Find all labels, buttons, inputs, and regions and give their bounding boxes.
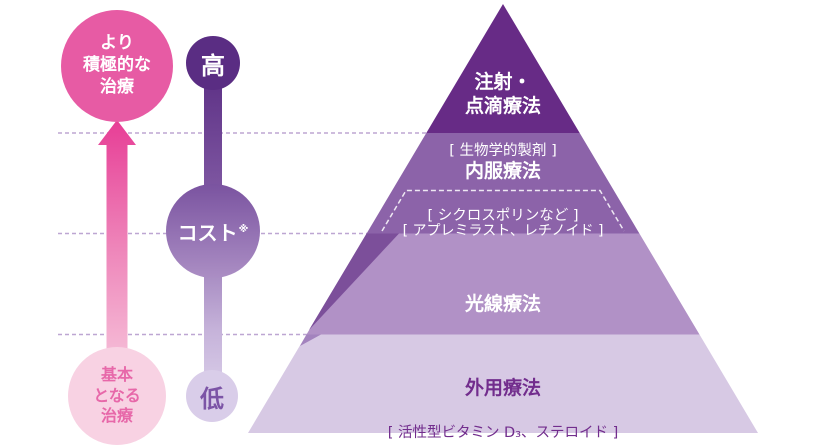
pyramid-layer-1-label: 注射・ 点滴療法 [ 生物学的製剤 ] [353,52,653,179]
layer-4-subtitle: [ 活性型ビタミン D₃、ステロイド ] [387,424,619,441]
layer-2-title: 内服療法 [464,160,541,182]
cost-high-label: 高 [201,51,225,80]
cost-high-circle: 高 [186,36,240,90]
cost-circle: コスト※ [166,184,260,278]
aggressive-treatment-circle: より 積極的な 治療 [61,10,173,122]
layer-1-title: 注射・ 点滴療法 [464,71,541,117]
treatment-intensity-arrow [98,120,136,398]
cost-low-circle: 低 [186,370,238,422]
cost-note-mark: ※ [238,223,249,235]
basic-treatment-circle: 基本 となる 治療 [68,347,166,445]
layer-3-title: 光線療法 [464,293,541,315]
layer-1-subtitle: [ 生物学的製剤 ] [449,142,557,159]
cost-low-label: 低 [200,384,224,413]
cost-label-wrap: コスト※ [178,217,249,246]
pyramid-layer-3-shape [306,233,700,335]
pyramid-layer-4-label: 外用療法 [ 活性型ビタミン D₃、ステロイド ] [353,358,653,446]
pyramid-layer-2-subsection-label: [ アプレミラスト、レチノイド ] [353,204,653,240]
basic-treatment-label: 基本 となる 治療 [93,365,141,426]
pyramid-layer-3-label: 光線療法 [353,274,653,336]
layer-3-fold-wedge [309,233,399,330]
pyramid-layer-1-shape [426,4,580,133]
aggressive-treatment-label: より 積極的な 治療 [83,33,151,97]
cost-label: コスト [177,220,238,245]
layer-4-title: 外用療法 [464,377,541,399]
layer-2-subsection-text: [ アプレミラスト、レチノイド ] [402,223,604,239]
pyramid-layer-4-shape [248,334,758,433]
layer-2-subtitle: [ シクロスポリンなど ] [427,207,579,224]
layer-2-subsection-dashed-border [381,189,625,232]
pyramid-layer-2-shape [366,133,640,234]
layer-4-fold-wedge [300,334,321,346]
pyramid-layer-2-label: 内服療法 [ シクロスポリンなど ] [353,141,653,244]
